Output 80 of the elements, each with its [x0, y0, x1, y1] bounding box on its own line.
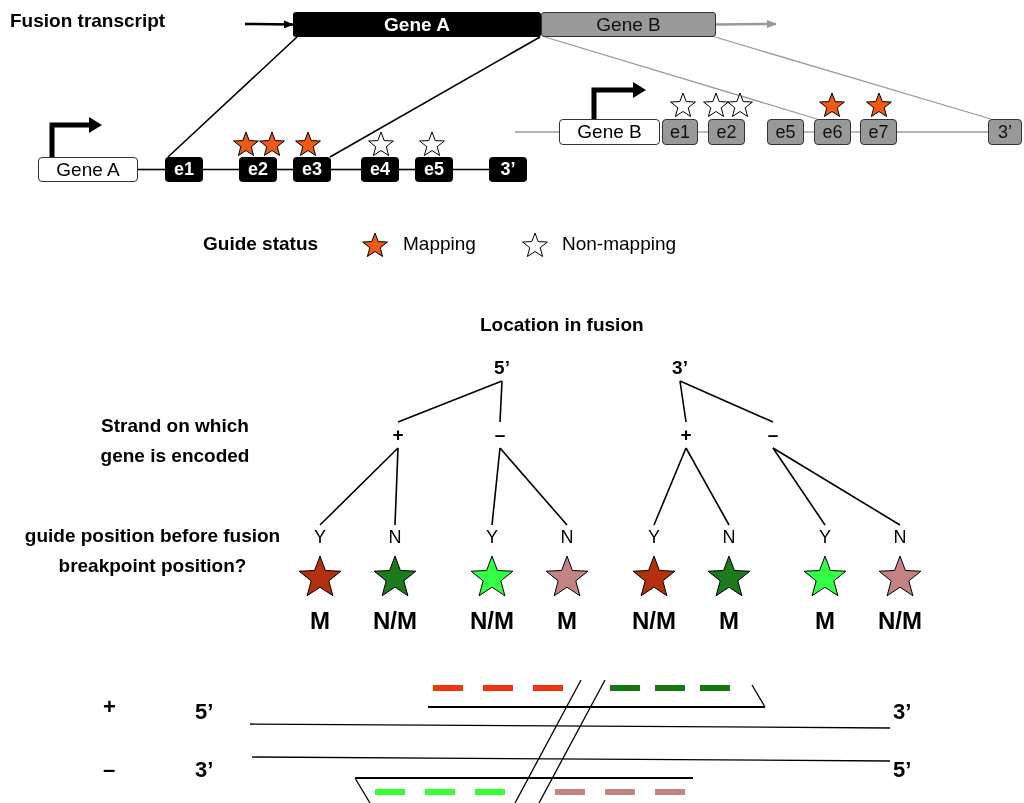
- strand-sign: +: [103, 694, 116, 720]
- exon-box: e3: [293, 157, 331, 182]
- connector-line: [329, 36, 541, 158]
- connector-line: [896, 131, 989, 133]
- connector-line: [685, 447, 730, 526]
- connector-line: [499, 447, 568, 526]
- section-heading: Location in fusion: [480, 314, 644, 336]
- connector-line: [398, 168, 416, 171]
- connector-line: [514, 131, 560, 133]
- tree-node-label: 3’: [668, 357, 692, 379]
- leaf-label: Y: [815, 527, 835, 547]
- exon-box: e4: [361, 157, 399, 182]
- leaf-label: N: [890, 527, 910, 547]
- arrow: [245, 20, 294, 29]
- legend-title: Guide status: [203, 233, 319, 255]
- outcome-label: N/M: [469, 607, 515, 635]
- connector-line: [137, 168, 166, 171]
- leaf-label: Y: [644, 527, 664, 547]
- tree-node-label: 5’: [490, 357, 514, 379]
- connector-line: [544, 36, 818, 120]
- connector-line: [202, 168, 240, 171]
- exon-box: e7: [860, 119, 897, 145]
- end-label: 3’: [195, 757, 214, 783]
- outcome-label: M: [718, 607, 740, 635]
- legend-label: Mapping: [403, 233, 476, 255]
- side-label: Strand on which gene is encoded: [99, 414, 251, 468]
- legend-label: Non-mapping: [562, 233, 677, 255]
- leaf-label: N: [557, 527, 577, 547]
- connector-line: [653, 447, 687, 526]
- outcome-label: N/M: [631, 607, 677, 635]
- connector-line: [679, 380, 774, 423]
- tree-node-label: –: [763, 424, 783, 446]
- connector-line: [772, 447, 901, 526]
- leaf-label: N: [719, 527, 739, 547]
- transcript-bar: Gene A: [293, 12, 541, 37]
- connector-line: [491, 447, 501, 526]
- connector-line: [167, 36, 298, 158]
- leaf-label: Y: [310, 527, 330, 547]
- exon-box: e6: [814, 119, 851, 145]
- connector-line: [714, 36, 992, 120]
- exon-box: e5: [415, 157, 453, 182]
- gene-box: Gene B: [559, 119, 660, 145]
- leaf-label: N: [385, 527, 405, 547]
- outcome-label: N/M: [877, 607, 923, 635]
- connector-line: [850, 131, 861, 133]
- exon-box: e2: [708, 119, 745, 145]
- end-label: 3’: [893, 699, 912, 725]
- connector-line: [772, 447, 826, 526]
- outcome-label: N/M: [372, 607, 418, 635]
- connector-line: [697, 131, 709, 133]
- tree-node-label: –: [490, 424, 510, 446]
- exon-box: 3’: [988, 119, 1022, 145]
- exon-box: e1: [165, 157, 203, 182]
- arrow: [716, 20, 777, 29]
- exon-box: e5: [767, 119, 804, 145]
- connector-line: [330, 168, 362, 171]
- tree-node-label: +: [676, 424, 696, 446]
- connector-line: [499, 380, 503, 423]
- outcome-label: M: [556, 607, 578, 635]
- connector-line: [276, 168, 294, 171]
- side-label: guide position before fusion breakpoint position?: [23, 524, 282, 578]
- outcome-label: M: [309, 607, 331, 635]
- connector-line: [679, 380, 687, 423]
- gene-box: Gene A: [38, 157, 138, 182]
- connector-line: [803, 131, 815, 133]
- leaf-label: Y: [482, 527, 502, 547]
- strand-sign: –: [103, 757, 116, 783]
- connector-line: [319, 447, 399, 526]
- connector-line: [452, 168, 490, 171]
- connector-line: [394, 447, 399, 526]
- exon-box: 3’: [489, 157, 527, 182]
- connector-line: [397, 380, 503, 423]
- tree-node-label: +: [388, 424, 408, 446]
- exon-box: e2: [239, 157, 277, 182]
- end-label: 5’: [195, 699, 214, 725]
- exon-box: e1: [662, 119, 698, 145]
- transcript-bar: Gene B: [541, 12, 716, 37]
- outcome-label: M: [814, 607, 836, 635]
- end-label: 5’: [893, 757, 912, 783]
- heading-label: Fusion transcript: [10, 10, 166, 32]
